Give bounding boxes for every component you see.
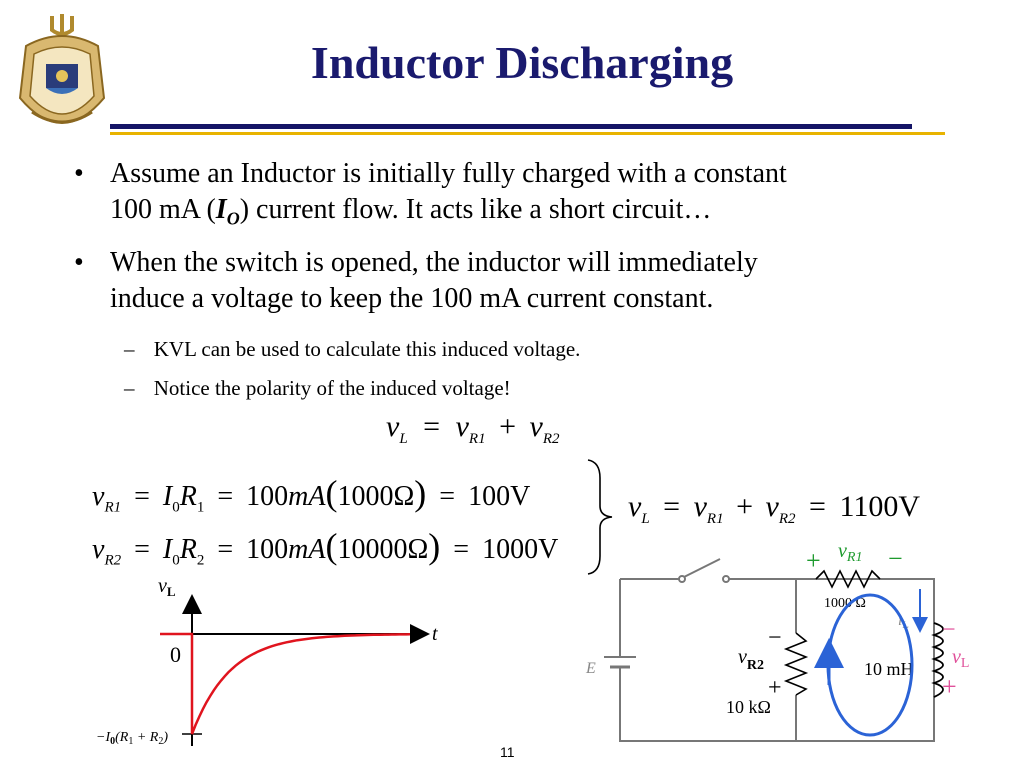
title-underline-gold bbox=[110, 132, 945, 135]
resistor-r2 bbox=[783, 632, 809, 696]
r2-voltage-label: vR2 bbox=[738, 646, 764, 673]
page-number: 11 bbox=[500, 744, 515, 760]
r2-value: 10 kΩ bbox=[726, 697, 771, 717]
r2-minus: − bbox=[768, 625, 782, 651]
naval-academy-seal-logo bbox=[12, 8, 112, 148]
sub-bullet-2: – Notice the polarity of the induced vol… bbox=[124, 376, 511, 400]
r1-plus: + bbox=[806, 546, 821, 575]
inductor-value: 10 mH bbox=[864, 659, 914, 679]
r1-minus: − bbox=[888, 544, 903, 573]
brace-symbol bbox=[584, 458, 614, 576]
bullet-1-line-2: 100 mA (IO) current flow. It acts like a… bbox=[110, 194, 712, 229]
vl-decay-graph: vL t 0 −I0(R1 + R2) bbox=[90, 570, 460, 750]
rl-circuit-diagram: E 1000 Ω + − vR1 − + vR2 10 kΩ 10 mH iL … bbox=[580, 535, 1000, 755]
bullet-2-line-2: induce a voltage to keep the 100 mA curr… bbox=[110, 283, 714, 314]
resistor-r1 bbox=[815, 569, 881, 589]
vl-curve bbox=[160, 632, 411, 735]
title-underline-blue bbox=[110, 124, 912, 129]
vl-plus: + bbox=[942, 672, 957, 701]
inductor-l bbox=[931, 622, 944, 698]
zero-label: 0 bbox=[170, 642, 181, 667]
kvl-equation: vL = vR1 + vR2 bbox=[386, 410, 560, 447]
sub-bullet-1: – KVL can be used to calculate this indu… bbox=[124, 337, 581, 361]
open-switch bbox=[678, 558, 730, 583]
dash-marker: – bbox=[124, 337, 135, 361]
bullet-dot: • bbox=[74, 158, 84, 189]
bullet-2: • When the switch is opened, the inducto… bbox=[74, 245, 974, 317]
vr2-equation: vR2 = I0R2 = 100mA(10000Ω) = 1000V bbox=[92, 526, 559, 569]
r2-plus: + bbox=[768, 675, 782, 701]
x-axis-label: t bbox=[432, 623, 438, 645]
total-equation: vL = vR1 + vR2 = 1100V bbox=[628, 490, 920, 527]
bullet-dot: • bbox=[74, 247, 84, 278]
dash-marker: – bbox=[124, 376, 135, 400]
min-value-label: −I0(R1 + R2) bbox=[96, 730, 168, 747]
source-label: E bbox=[585, 660, 596, 677]
vl-voltage-label: vL bbox=[952, 646, 969, 671]
vl-minus: − bbox=[942, 617, 956, 643]
bullet-1: • Assume an Inductor is initially fully … bbox=[74, 156, 974, 237]
y-axis-label: vL bbox=[158, 575, 176, 599]
bullet-2-line-1: When the switch is opened, the inductor … bbox=[110, 247, 758, 278]
vr1-equation: vR1 = I0R1 = 100mA(1000Ω) = 100V bbox=[92, 473, 531, 516]
r1-voltage-label: vR1 bbox=[838, 540, 862, 565]
slide-title: Inductor Discharging bbox=[310, 37, 734, 88]
bullet-1-line-1: Assume an Inductor is initially fully ch… bbox=[110, 158, 787, 189]
